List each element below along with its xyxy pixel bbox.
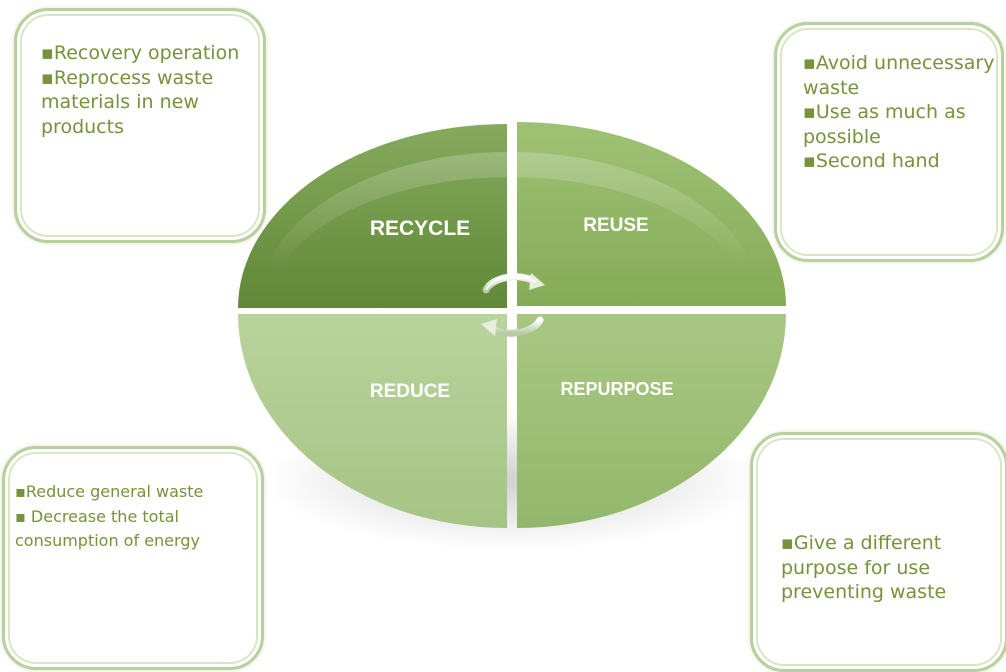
note-recycle-list: ▪Recovery operation ▪Reprocess waste mat… <box>41 41 261 139</box>
note-reuse: ▪Avoid unnecessary waste ▪Use as much as… <box>774 22 1004 262</box>
bullet-icon: ▪ <box>15 506 26 526</box>
note-recycle-item: ▪Recovery operation <box>41 41 261 66</box>
bullet-icon: ▪ <box>803 150 816 172</box>
note-reduce-text: Reduce general waste <box>25 482 204 501</box>
note-recycle: ▪Recovery operation ▪Reprocess waste mat… <box>14 8 266 243</box>
bullet-icon: ▪ <box>41 42 54 64</box>
note-reuse-item: ▪Use as much as possible <box>803 100 1003 149</box>
label-reduce: REDUCE <box>370 381 450 402</box>
note-repurpose-text: Give a different purpose for use prevent… <box>781 532 947 603</box>
note-repurpose-list: ▪Give a different purpose for use preven… <box>781 531 1006 605</box>
circular-arrows-icon <box>481 273 545 337</box>
bullet-icon: ▪ <box>41 66 54 89</box>
note-repurpose-item: ▪Give a different purpose for use preven… <box>781 531 1006 605</box>
note-reuse-item: ▪Avoid unnecessary waste <box>803 51 1003 100</box>
note-reduce-item: ▪Reduce general waste <box>15 480 255 505</box>
quadrant-reuse <box>517 122 786 306</box>
bullet-icon: ▪ <box>803 101 816 123</box>
label-reuse: REUSE <box>583 215 648 236</box>
note-reduce-text: Decrease the total consumption of energy <box>15 506 200 551</box>
quadrant-recycle <box>238 124 507 308</box>
note-reduce-item: ▪ Decrease the total consumption of ener… <box>15 505 255 554</box>
note-reuse-text: Avoid unnecessary waste <box>803 52 995 99</box>
note-reuse-item: ▪Second hand <box>803 149 1003 174</box>
note-reuse-text: Use as much as possible <box>803 101 966 148</box>
wheel-gloss <box>270 151 750 270</box>
note-reuse-list: ▪Avoid unnecessary waste ▪Use as much as… <box>803 51 1003 174</box>
bullet-icon: ▪ <box>15 482 26 501</box>
quadrant-reduce <box>238 314 507 528</box>
quadrant-repurpose <box>517 314 786 528</box>
note-recycle-text: Recovery operation <box>53 42 240 64</box>
note-recycle-item: ▪Reprocess waste materials in new produc… <box>41 66 261 140</box>
note-reduce-list: ▪Reduce general waste ▪ Decrease the tot… <box>15 480 255 554</box>
label-repurpose: REPURPOSE <box>560 379 673 399</box>
note-reuse-text: Second hand <box>815 150 940 172</box>
note-repurpose: ▪Give a different purpose for use preven… <box>750 432 1006 672</box>
bullet-icon: ▪ <box>803 52 816 74</box>
bullet-icon: ▪ <box>781 532 794 554</box>
note-recycle-text: Reprocess waste materials in new product… <box>41 66 214 138</box>
note-reduce: ▪Reduce general waste ▪ Decrease the tot… <box>2 446 264 670</box>
label-recycle: RECYCLE <box>370 217 470 240</box>
